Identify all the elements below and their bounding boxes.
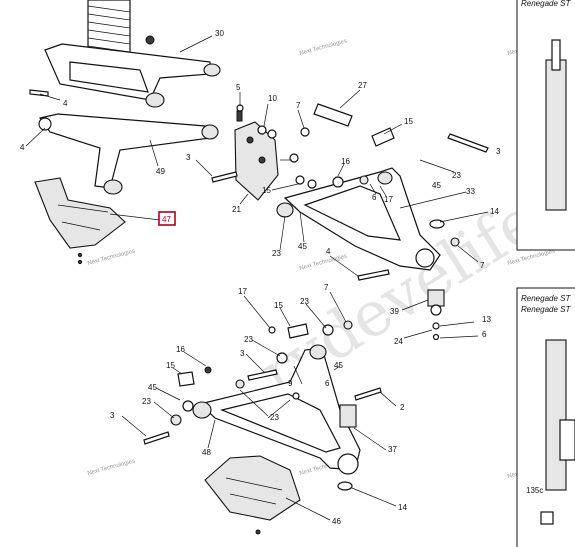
callout-17: 17 <box>384 195 393 204</box>
inset-title-bottom-1: Renegade ST <box>521 294 571 303</box>
callout-23: 23 <box>272 249 281 258</box>
callout-135c: 135c <box>526 486 543 495</box>
skid-plate-bottom <box>204 455 301 535</box>
upper-a-arm-right <box>276 167 441 271</box>
callout-3: 3 <box>110 411 115 420</box>
lower-a-arm-bottom <box>192 344 361 475</box>
inset-panel-bottom: Renegade ST Renegade ST <box>516 287 575 547</box>
skid-plate-left <box>34 177 126 265</box>
callout-7: 7 <box>480 261 485 270</box>
callout-7: 7 <box>296 101 301 110</box>
callout-30: 30 <box>215 29 224 38</box>
bolt-set-center <box>211 104 310 183</box>
ball-joint-39 <box>427 289 445 341</box>
callout-47: 47 <box>162 215 171 224</box>
callout-16: 16 <box>341 157 350 166</box>
callout-23: 23 <box>452 171 461 180</box>
callout-4: 4 <box>326 247 331 256</box>
callout-49: 49 <box>156 167 165 176</box>
callout-45: 45 <box>334 361 343 370</box>
callout-45: 45 <box>298 242 307 251</box>
mounting-bracket <box>234 121 279 201</box>
lower-a-arm-left <box>29 89 219 195</box>
watermark-tag: Next Technologies <box>87 248 136 266</box>
callout-48: 48 <box>202 448 211 457</box>
watermark-tag: Next Technologies <box>87 458 136 476</box>
callout-17: 17 <box>238 287 247 296</box>
callout-15: 15 <box>404 117 413 126</box>
callout-4: 4 <box>63 99 68 108</box>
callout-45: 45 <box>432 181 441 190</box>
callout-24: 24 <box>394 337 403 346</box>
callout-3: 3 <box>496 147 501 156</box>
callout-15: 15 <box>274 301 283 310</box>
callout-2: 2 <box>400 403 405 412</box>
inset-panel-top: Renegade ST <box>516 0 575 251</box>
callout-14: 14 <box>398 503 407 512</box>
callout-33: 33 <box>466 187 475 196</box>
callout-14: 14 <box>490 207 499 216</box>
top-plate-27 <box>313 103 353 127</box>
inset-title-bottom-2: Renegade ST <box>521 305 571 314</box>
small-parts-bottom <box>143 320 382 491</box>
callout-23: 23 <box>244 335 253 344</box>
callout-5: 5 <box>236 83 241 92</box>
callout-39: 39 <box>390 307 399 316</box>
small-parts-right-top <box>295 127 489 281</box>
callout-3: 3 <box>240 349 245 358</box>
callout-10: 10 <box>268 94 277 103</box>
watermark-tag: Next Technologies <box>299 253 348 271</box>
callout-7: 7 <box>324 283 329 292</box>
callout-27: 27 <box>358 81 367 90</box>
callout-labels: 30 4 4 49 47 5 10 7 27 15 3 3 21 15 16 6… <box>20 29 543 526</box>
callout-3: 3 <box>186 153 191 162</box>
callout-15: 15 <box>262 186 271 195</box>
callout-13: 13 <box>482 315 491 324</box>
inset-title-top: Renegade ST <box>521 0 571 8</box>
callout-9: 9 <box>288 379 293 388</box>
callout-37: 37 <box>388 445 397 454</box>
callout-15: 15 <box>166 361 175 370</box>
callout-46: 46 <box>332 517 341 526</box>
upper-a-arm-left <box>44 35 221 108</box>
callout-23: 23 <box>142 397 151 406</box>
watermark-tag: Next Technologies <box>299 38 348 56</box>
callout-6: 6 <box>372 193 377 202</box>
callout-6: 6 <box>325 379 330 388</box>
callout-47-highlighted: 47 <box>158 211 176 226</box>
callout-23: 23 <box>270 413 279 422</box>
callout-23: 23 <box>300 297 309 306</box>
leader-lines <box>25 35 489 521</box>
callout-16: 16 <box>176 345 185 354</box>
callout-4: 4 <box>20 143 25 152</box>
callout-21: 21 <box>232 205 241 214</box>
callout-6: 6 <box>482 330 487 339</box>
callout-45: 45 <box>148 383 157 392</box>
